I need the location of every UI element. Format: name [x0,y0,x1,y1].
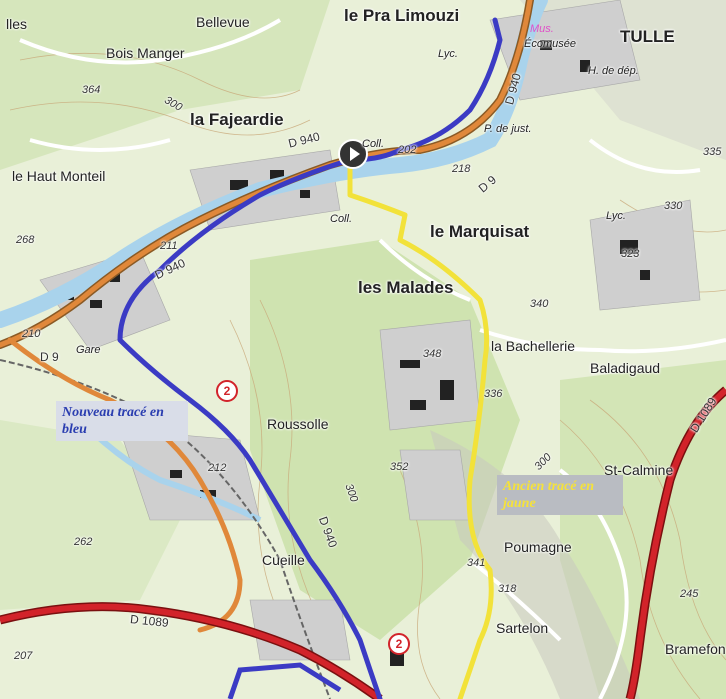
place-label: les Malades [358,278,454,297]
new-route-south [227,662,342,699]
place-label: Baladigaud [590,360,661,376]
national-road [0,603,382,699]
poi-label: Coll. [330,213,353,225]
altitude-label: 364 [82,84,101,96]
road-label: D 9 [40,350,59,364]
place-label: Bois Manger [106,45,185,61]
altitude-label: 335 [703,146,722,158]
altitude-label: 341 [467,557,486,569]
altitude-label: 211 [160,240,178,252]
poi-label: Gare [76,344,101,356]
altitude-label: 336 [484,388,503,400]
place-label: Roussolle [267,416,329,432]
poi-label: Lyc. [438,48,458,60]
forest-area [0,0,330,170]
place-label: le Pra Limouzi [344,6,460,25]
place-label: Sartelon [496,620,549,636]
altitude-label: 318 [498,583,517,595]
poi-label: Coll. [362,138,385,150]
main-road-south [7,337,243,633]
poi-label: Lyc. [606,210,626,222]
contour-lines [9,52,726,699]
altitude-label: 202 [398,144,417,156]
waypoint-marker[interactable]: 2 [216,380,238,402]
place-label: le Marquisat [430,222,530,241]
place-label: Bramefon [665,641,726,657]
altitude-label: 212 [208,462,227,474]
start-play-icon[interactable] [338,139,368,169]
secondary-roads [19,18,726,699]
place-label: le Haut Monteil [12,168,106,184]
stream [77,417,262,523]
place-label: la Bachellerie [491,338,576,354]
poi-label: Écomusée [524,38,576,50]
place-label: Poumagne [504,539,572,555]
altitude-label: 352 [390,461,409,473]
altitude-label: 210 [22,328,41,340]
new-route-note: Nouveau tracé en bleu [56,401,188,441]
altitude-label: 207 [14,650,33,662]
altitude-label: 218 [452,163,471,175]
place-label: TULLE [620,27,675,46]
national-road-east [627,387,726,699]
place-label: Cueille [262,552,305,568]
poi-label: H. de dép. [588,65,639,77]
waypoint-marker[interactable]: 2 [388,633,410,655]
new-route [117,17,503,699]
altitude-label: 323 [621,248,640,260]
altitude-label: 348 [423,348,442,360]
altitude-label: 268 [16,234,35,246]
place-label: la Fajeardie [190,110,284,129]
poi-label: P. de just. [484,123,532,135]
altitude-label: 245 [680,588,699,600]
old-route-note: Ancien tracé en jaune [497,475,623,515]
place-label: Bellevue [196,14,250,30]
altitude-label: 262 [74,536,93,548]
place-label: St-Calmine [604,462,674,478]
old-route [347,162,494,699]
poi-label: Mus. [530,23,554,35]
river [0,0,548,328]
place-label: lles [6,16,28,32]
altitude-label: 340 [530,298,549,310]
altitude-label: 330 [664,200,683,212]
railway [0,359,331,699]
relief-shade [430,430,640,699]
